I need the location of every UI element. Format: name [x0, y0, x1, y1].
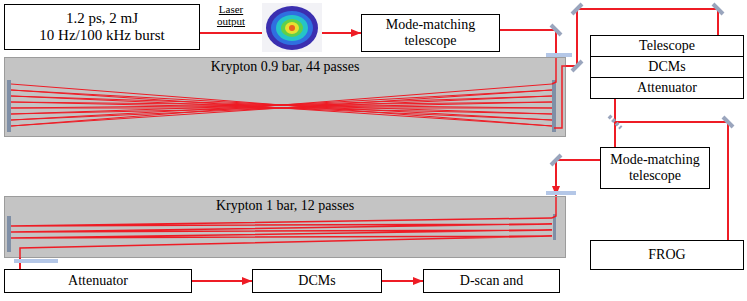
beam-connector	[382, 280, 423, 282]
node-text: Krypton 1 bar, 12 passes	[216, 198, 354, 214]
node-text: Telescope	[639, 38, 695, 54]
process-box: Attenuator	[590, 77, 744, 99]
mirror	[572, 61, 582, 71]
beam-line	[11, 218, 552, 258]
beam-ring	[266, 6, 318, 50]
window	[14, 259, 58, 263]
mirror	[713, 4, 723, 14]
node-text: 10 Hz/100 kHz burst	[39, 27, 164, 44]
node-text: FROG	[648, 247, 685, 263]
steering-mirrors	[551, 4, 733, 165]
beam-connector	[192, 280, 252, 282]
node-text: 1.2 ps, 2 mJ	[66, 10, 138, 27]
process-box: D-scan and	[423, 269, 560, 293]
cell-mirror	[7, 216, 11, 252]
node-text: Mode-matching telescope	[605, 152, 705, 184]
beam-line	[11, 84, 552, 126]
cell-mirror	[552, 80, 556, 132]
node-text: Krypton 0.9 bar, 44 passes	[211, 59, 360, 75]
beam-line	[11, 66, 566, 128]
mirror	[551, 25, 561, 35]
label-holder: Laser output	[205, 3, 257, 27]
gas-cell-band: Krypton 1 bar, 12 passes	[4, 196, 566, 258]
image-frame	[262, 3, 322, 52]
beam-connector	[500, 30, 556, 57]
source-box: 1.2 ps, 2 mJ10 Hz/100 kHz burst	[4, 4, 200, 50]
image-caption: Laser output	[205, 3, 257, 27]
node-text: Mode-matching telescope	[366, 17, 495, 49]
process-box: Mode-matching telescope	[600, 147, 710, 189]
mirror	[723, 117, 733, 127]
beam-line	[552, 58, 556, 84]
beam-line	[552, 197, 556, 218]
mirror	[551, 155, 561, 165]
process-box: Telescope	[590, 35, 744, 57]
node-text: D-scan and	[460, 273, 523, 289]
window	[546, 191, 576, 195]
node-text: Attenuator	[68, 273, 128, 289]
window	[546, 53, 572, 57]
process-box: DCMs	[252, 269, 382, 293]
gas-cell-band: Krypton 0.9 bar, 44 passes	[4, 57, 566, 137]
beam-connector	[556, 160, 600, 196]
beam-ring	[285, 22, 299, 34]
process-box: DCMs	[590, 56, 744, 78]
beam-connector	[566, 9, 718, 66]
laser-beam-profile	[262, 3, 322, 52]
beam-ring	[271, 11, 313, 45]
mirror	[572, 4, 582, 14]
beam-connector	[615, 99, 728, 240]
process-box: Mode-matching telescope	[361, 14, 500, 52]
node-text: DCMs	[298, 273, 335, 289]
cell-mirror	[7, 80, 11, 132]
node-text: DCMs	[648, 59, 685, 75]
process-box: FROG	[590, 240, 744, 270]
process-box: Attenuator	[4, 269, 192, 293]
node-text: Attenuator	[637, 80, 697, 96]
beam-ring	[281, 19, 303, 37]
beam-core	[289, 25, 295, 31]
beam-splitter	[609, 116, 621, 128]
multipass-beams	[11, 58, 566, 258]
beam-ring	[276, 15, 308, 41]
